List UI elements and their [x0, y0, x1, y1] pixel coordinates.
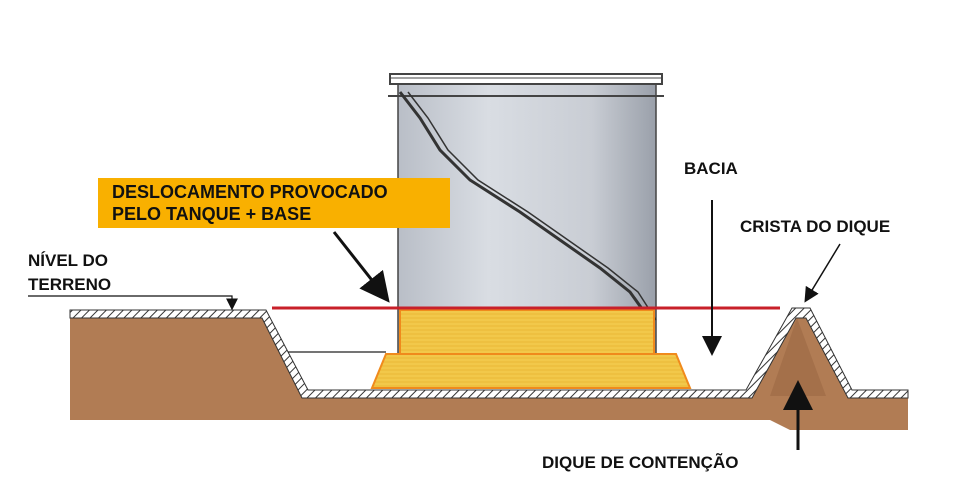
basin-label: BACIA — [684, 159, 738, 178]
dike-core — [770, 318, 826, 396]
base-displacement-volume — [370, 353, 692, 389]
tank-stairway — [398, 91, 652, 321]
ground-level-leader — [28, 295, 238, 311]
containment-dike-label: DIQUE DE CONTENÇÃO — [542, 452, 738, 472]
displacement-label-line2: PELO TANQUE + BASE — [112, 204, 311, 224]
dike-crest-arrow — [804, 243, 841, 303]
displacement-label-line1: DESLOCAMENTO PROVOCADO — [112, 182, 388, 202]
displacement-arrow — [332, 231, 390, 303]
tank-displacement-volume — [399, 309, 655, 355]
ground-level-label-line1: NÍVEL DO — [28, 251, 108, 270]
tank-roof-rail — [389, 73, 663, 85]
dike-crest-label: CRISTA DO DIQUE — [740, 217, 890, 236]
ground-surface-layer — [69, 307, 909, 399]
displacement-label-box — [98, 178, 450, 228]
ground-level-label-line2: TERRENO — [28, 275, 111, 294]
